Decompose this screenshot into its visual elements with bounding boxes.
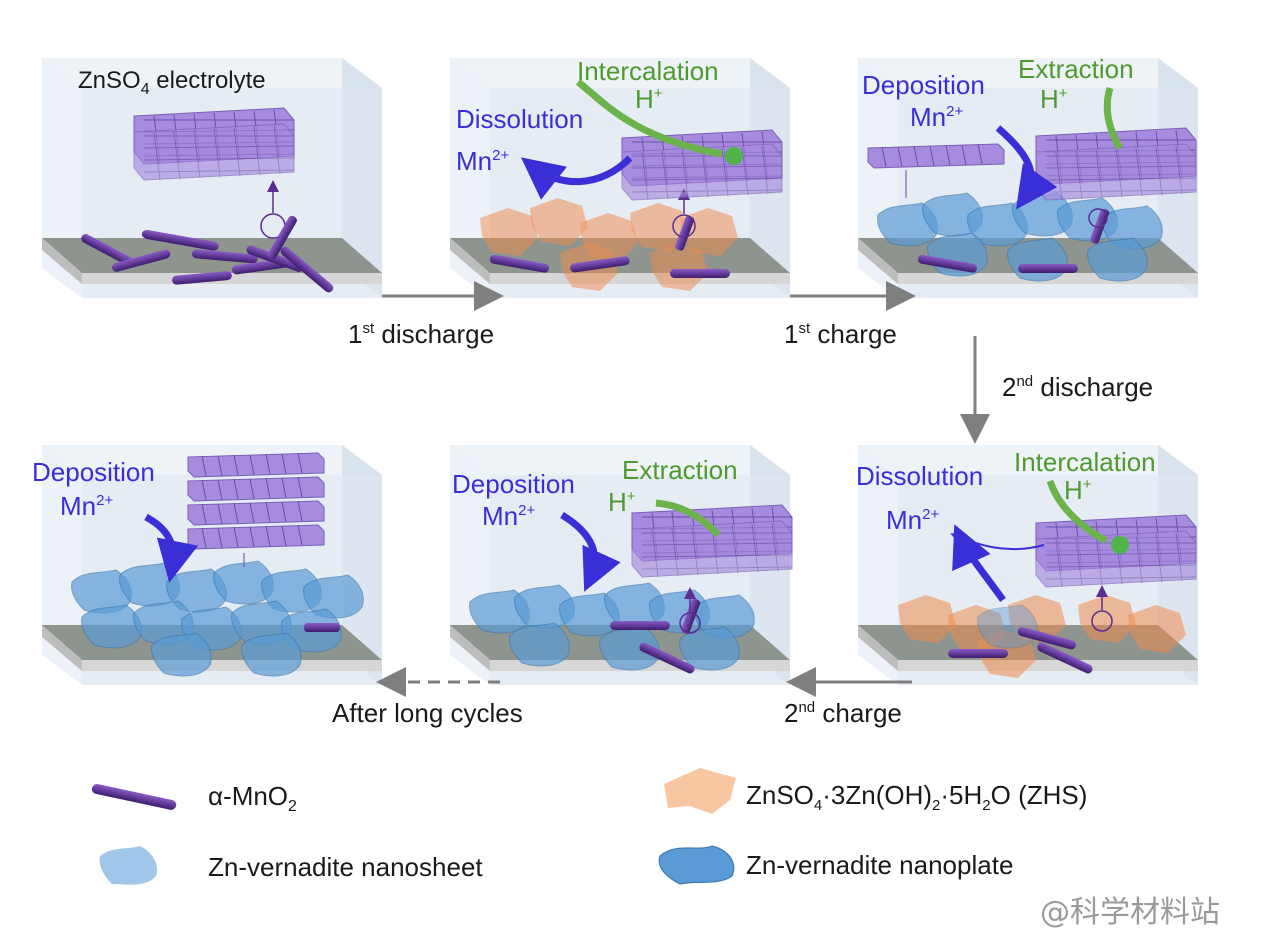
watermark: @科学材料站 xyxy=(1040,895,1220,930)
dissolution-label: Dissolution xyxy=(856,461,983,491)
step-label-after-long-cycles: After long cycles xyxy=(332,698,523,728)
deposition-label: Deposition xyxy=(32,457,155,487)
h-ion-label: H+ xyxy=(635,84,663,114)
legend-nanoplate-label: Zn-vernadite nanoplate xyxy=(746,850,1013,880)
mn-ion-label: Mn2+ xyxy=(886,505,939,535)
h-ion-label: H+ xyxy=(1064,475,1092,505)
legend-mno2-swatch xyxy=(91,784,177,810)
legend: α-MnO2 ZnSO4·3Zn(OH)2·5H2O (ZHS) Zn-vern… xyxy=(91,768,1087,885)
mn-ion-label: Mn2+ xyxy=(910,102,963,132)
panel-1: ZnSO4 electrolyte xyxy=(42,58,382,298)
panel-5: Deposition Mn2+ Extraction H+ xyxy=(450,445,793,685)
deposition-label: Deposition xyxy=(452,469,575,499)
legend-nanosheet-label: Zn-vernadite nanosheet xyxy=(208,852,483,882)
extraction-label: Extraction xyxy=(622,455,738,485)
mn-ion-label: Mn2+ xyxy=(456,146,509,176)
step-label-2nd-charge: 2nd charge xyxy=(784,698,902,728)
legend-nanosheet-swatch xyxy=(99,846,158,885)
step-label-1st-discharge: 1st discharge xyxy=(348,319,494,349)
mn-ion-label: Mn2+ xyxy=(482,501,535,531)
legend-zhs-label: ZnSO4·3Zn(OH)2·5H2O (ZHS) xyxy=(746,780,1087,814)
intercalation-label: Intercalation xyxy=(1014,447,1156,477)
intercalation-label: Intercalation xyxy=(577,56,719,86)
panel-4: Dissolution Mn2+ Intercalation H+ xyxy=(856,445,1198,685)
panel-2: Intercalation H+ Dissolution Mn2+ xyxy=(450,56,790,298)
panel-3: Deposition Mn2+ Extraction H+ xyxy=(858,54,1198,298)
dissolution-label: Dissolution xyxy=(456,104,583,134)
extraction-label: Extraction xyxy=(1018,54,1134,84)
legend-mno2-label: α-MnO2 xyxy=(208,781,297,815)
h-ion-label: H+ xyxy=(1040,84,1068,114)
legend-zhs-swatch xyxy=(664,768,736,814)
legend-nanoplate-swatch xyxy=(658,845,735,885)
step-label-2nd-discharge: 2nd discharge xyxy=(1002,372,1153,402)
deposition-label: Deposition xyxy=(862,70,985,100)
electrolyte-label: ZnSO4 electrolyte xyxy=(78,67,266,98)
panel-6: Deposition Mn2+ xyxy=(32,445,382,685)
h-ion-label: H+ xyxy=(608,487,636,517)
mn-ion-label: Mn2+ xyxy=(60,491,113,521)
step-label-1st-charge: 1st charge xyxy=(784,319,897,349)
